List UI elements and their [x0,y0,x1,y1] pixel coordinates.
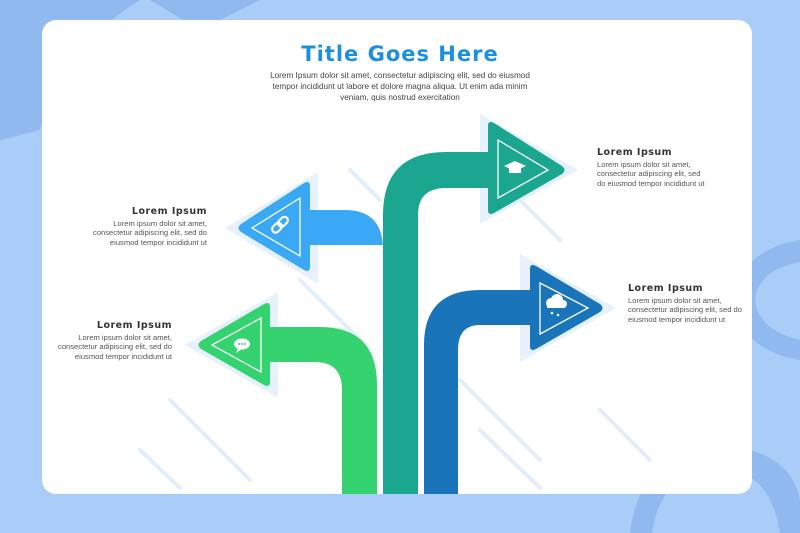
page-title: Title Goes Here [301,42,499,66]
info-text: Lorem ipsum dolor sit amet, consectetur … [628,295,742,324]
darkblue-arrow-shaft [424,290,540,494]
info-block-graduation: Lorem Ipsum Lorem ipsum dolor sit amet, … [597,148,767,188]
info-block-chat: Lorem Ipsum Lorem ipsum dolor sit amet, … [2,321,172,361]
cloud-icon [546,294,567,317]
info-block-link: Lorem Ipsum Lorem ipsum dolor sit amet, … [37,207,207,247]
green-arrow-shaft [260,327,377,494]
info-text: Lorem ipsum dolor sit amet, consectetur … [93,218,207,247]
info-heading: Lorem Ipsum [131,206,207,217]
graduation-cap-icon [504,161,526,173]
info-heading: Lorem Ipsum [628,283,704,294]
page-subtitle: Lorem Ipsum dolor sit amet, consectetur … [270,71,530,102]
info-block-cloud: Lorem Ipsum Lorem ipsum dolor sit amet, … [628,284,798,324]
teal-arrow-head [488,122,565,214]
info-heading: Lorem Ipsum [597,147,673,158]
blue-arrow-shaft [300,210,383,290]
info-text: Lorem ipsum dolor sit amet, consectetur … [597,159,705,188]
darkblue-arrow-head [530,265,603,350]
teal-arrow-shaft [383,152,500,494]
info-heading: Lorem Ipsum [96,320,172,331]
link-icon [270,215,290,234]
chat-icon [234,338,250,353]
info-text: Lorem ipsum dolor sit amet, consectetur … [58,332,172,361]
